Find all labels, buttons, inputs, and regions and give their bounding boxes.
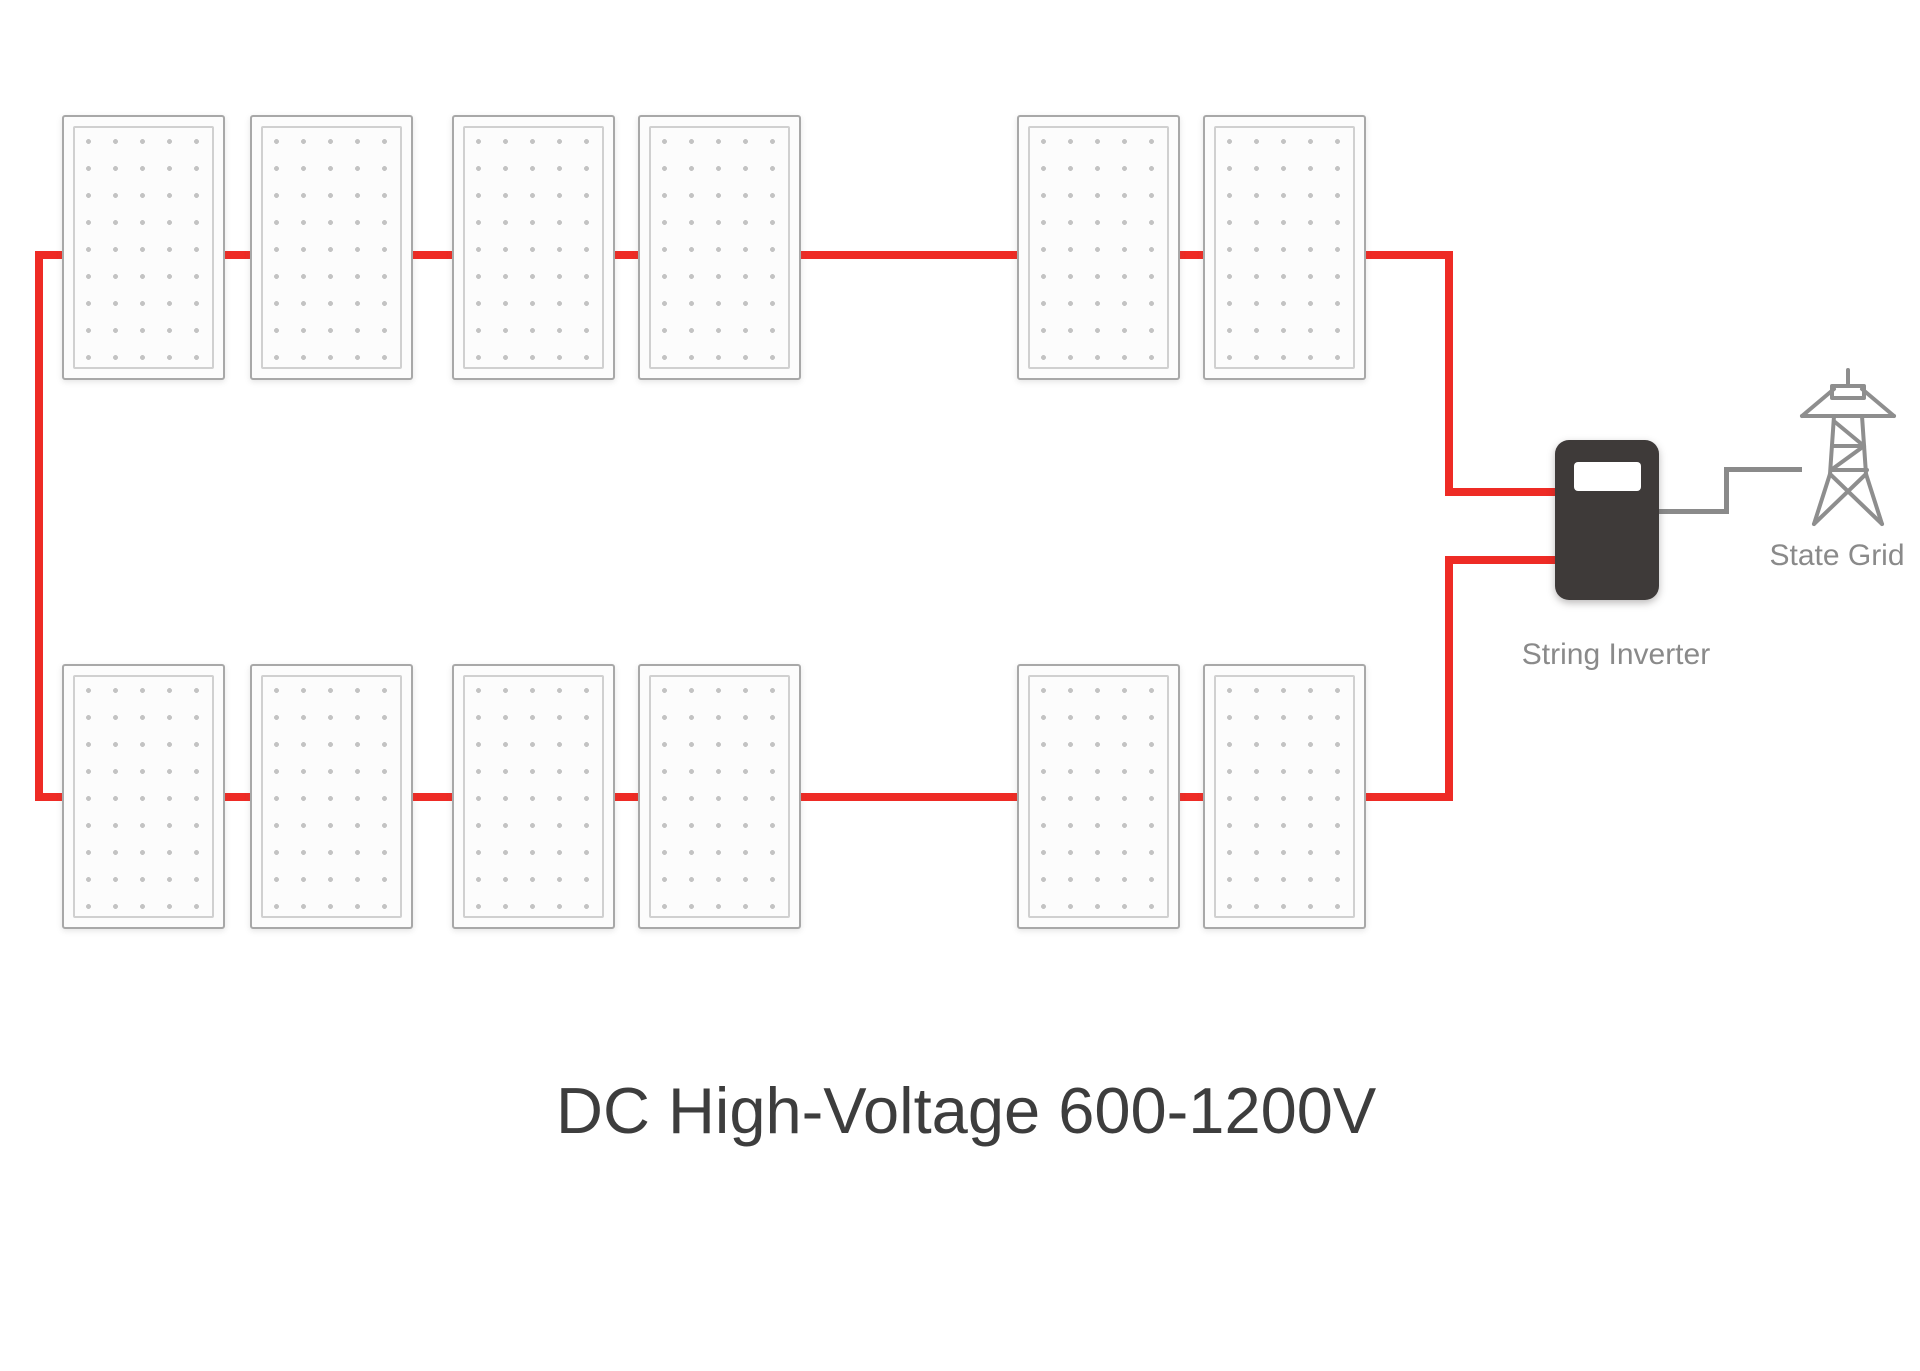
string-inverter <box>1555 440 1659 600</box>
solar-panel <box>62 115 225 380</box>
solar-panel-cells <box>1028 126 1169 369</box>
solar-panel <box>638 664 801 929</box>
solar-panel-cells <box>649 126 790 369</box>
dc-wire-inverter-input-bottom <box>1445 556 1557 564</box>
solar-panel <box>250 664 413 929</box>
string-inverter-label: String Inverter <box>1521 638 1711 671</box>
solar-panel <box>250 115 413 380</box>
solar-panel-cells <box>1028 675 1169 918</box>
ac-wire-to-grid <box>1724 467 1802 472</box>
diagram-title: DC High-Voltage 600-1200V <box>556 1074 1377 1147</box>
ac-wire-from-inverter <box>1658 509 1729 514</box>
ac-wire-vertical <box>1724 467 1729 514</box>
solar-panel <box>1203 664 1366 929</box>
solar-panel <box>1017 115 1180 380</box>
dc-wire-inverter-input-top <box>1445 488 1557 496</box>
solar-panel-cells <box>463 675 604 918</box>
solar-panel <box>1203 115 1366 380</box>
solar-panel-cells <box>73 675 214 918</box>
dc-wire-right-vertical-top <box>1445 251 1453 496</box>
dc-wire-right-vertical-bottom <box>1445 556 1453 801</box>
solar-panel-cells <box>463 126 604 369</box>
solar-panel-cells <box>649 675 790 918</box>
transmission-tower-icon <box>1790 362 1906 534</box>
state-grid-label: State Grid <box>1769 539 1905 572</box>
solar-panel-cells <box>73 126 214 369</box>
solar-panel-cells <box>1214 126 1355 369</box>
solar-panel <box>638 115 801 380</box>
solar-panel <box>1017 664 1180 929</box>
inverter-display <box>1574 462 1641 491</box>
solar-panel <box>452 115 615 380</box>
solar-panel-cells <box>1214 675 1355 918</box>
dc-wire-left-vertical <box>35 251 43 801</box>
solar-panel-cells <box>261 126 402 369</box>
solar-panel <box>452 664 615 929</box>
solar-panel-cells <box>261 675 402 918</box>
solar-panel <box>62 664 225 929</box>
